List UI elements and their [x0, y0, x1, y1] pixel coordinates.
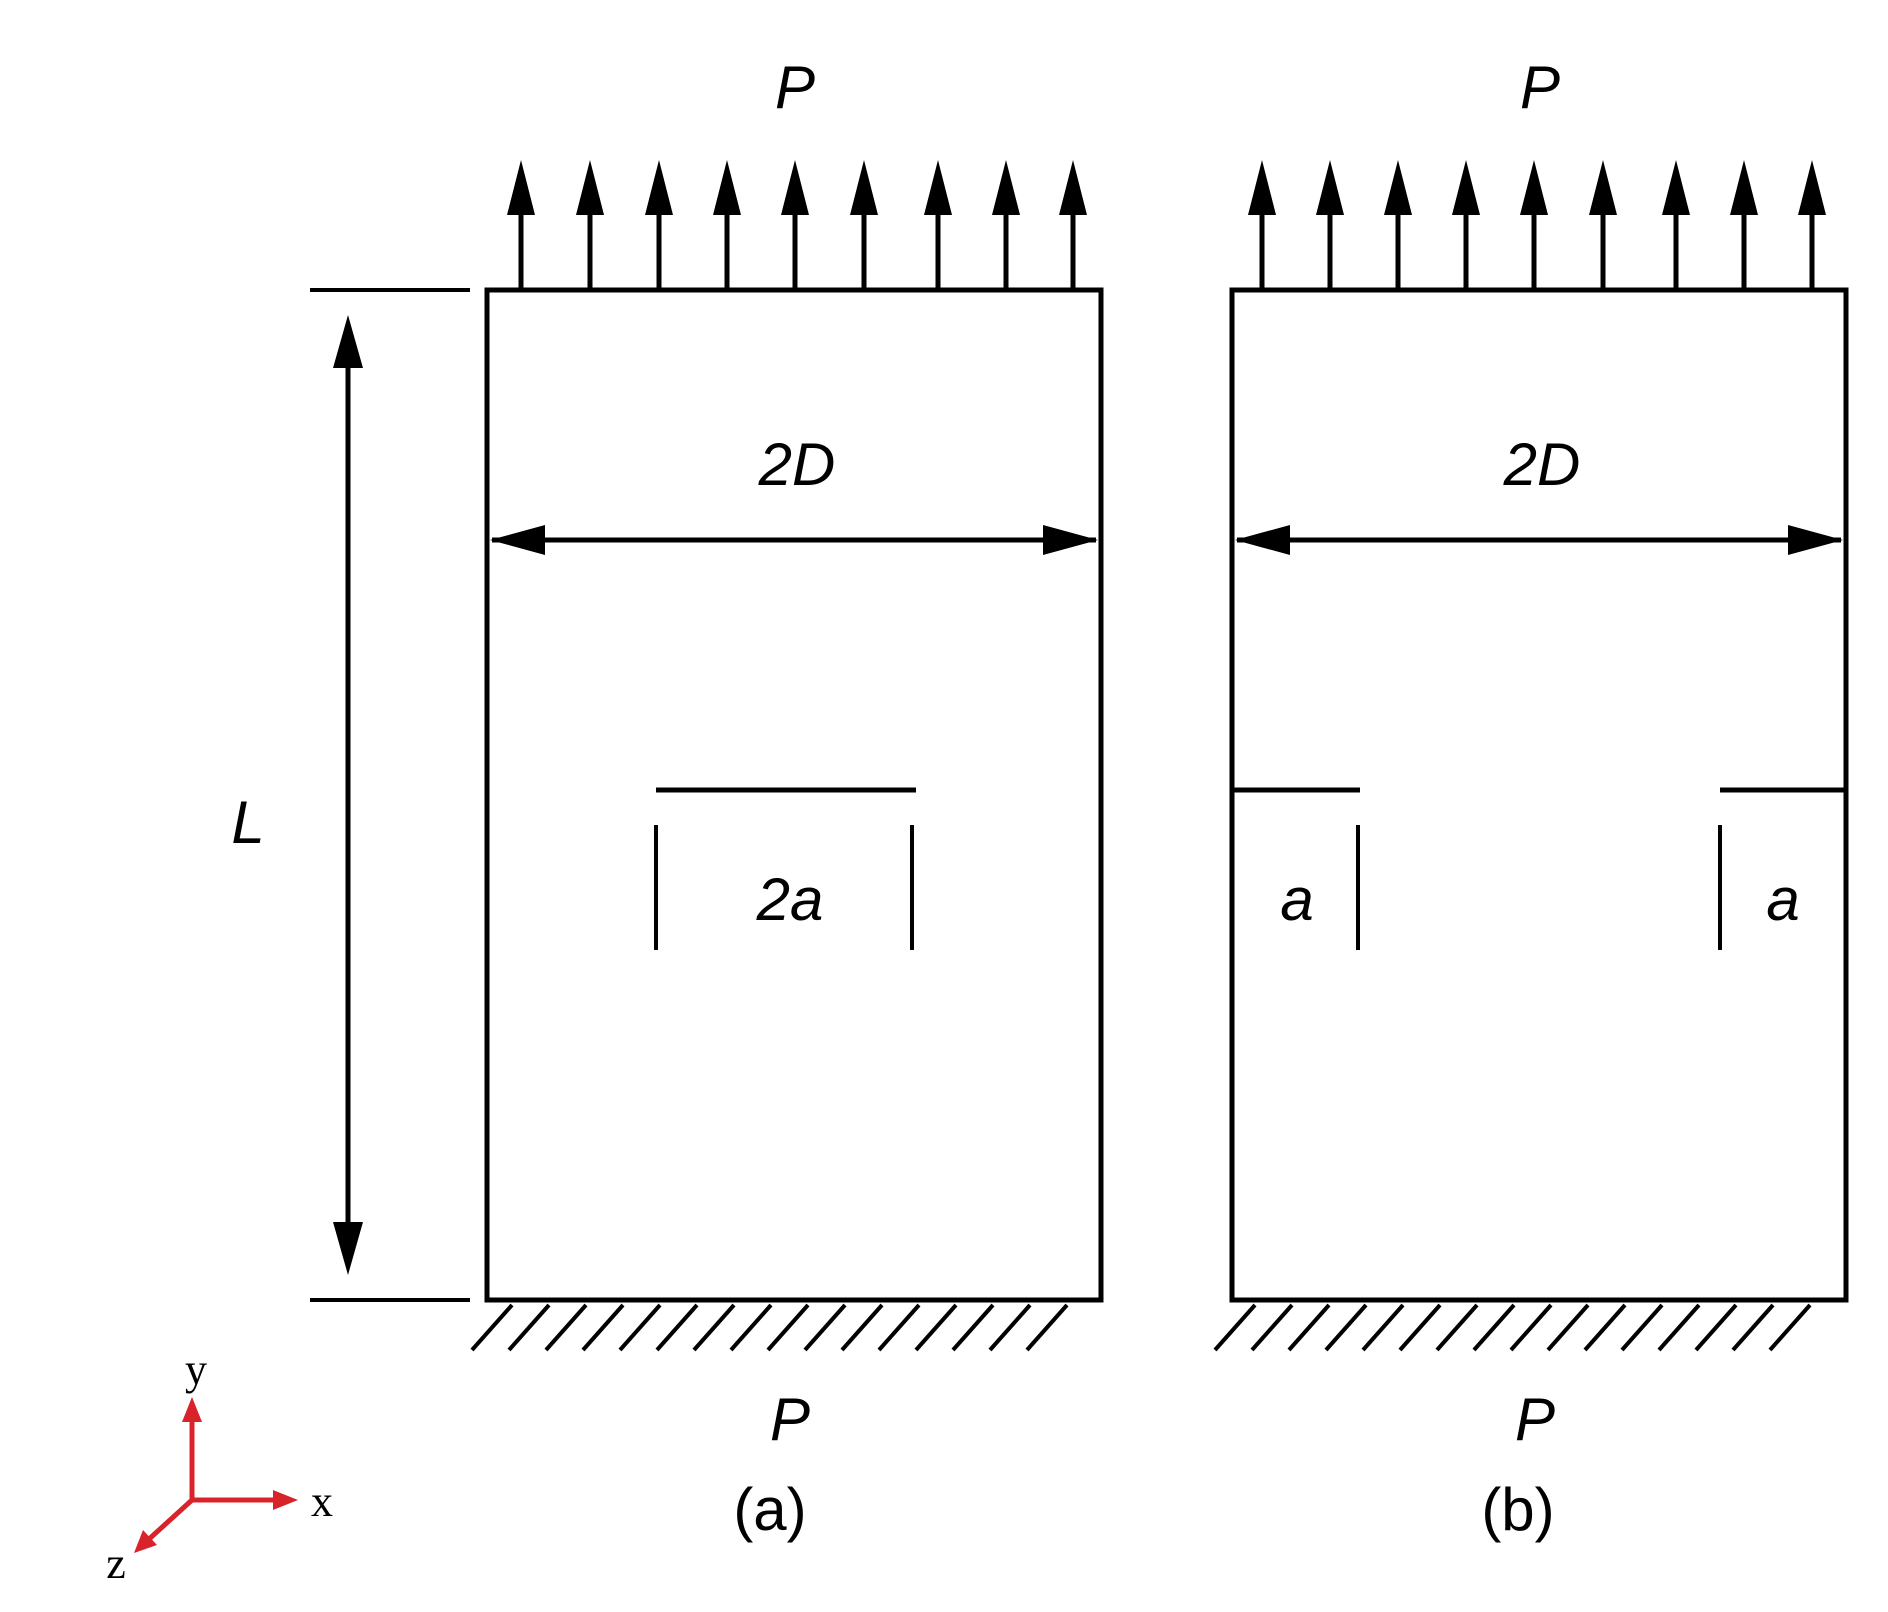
length-dimension — [310, 288, 470, 1302]
hatch-line-a-8 — [729, 1303, 773, 1352]
load-arrowhead-a-1 — [507, 160, 535, 215]
caption-a: (a) — [733, 1476, 806, 1543]
load-arrowhead-a-6 — [850, 160, 878, 215]
y-axis-arrowhead — [182, 1397, 202, 1422]
hatch-line-b-11 — [1583, 1303, 1627, 1352]
bottom-load-label-b: P — [1515, 1386, 1555, 1453]
hatch-line-b-7 — [1435, 1303, 1479, 1352]
hatch-line-a-14 — [951, 1303, 995, 1352]
load-arrowhead-b-3 — [1384, 160, 1412, 215]
hatch-line-b-3 — [1287, 1303, 1331, 1352]
top-load-arrows-a — [507, 160, 1087, 290]
crack-label-b-right: a — [1766, 866, 1799, 933]
y-axis-label: y — [185, 1345, 207, 1394]
hatch-line-b-15 — [1731, 1303, 1775, 1352]
hatch-line-a-1 — [470, 1303, 514, 1352]
hatch-line-b-14 — [1694, 1303, 1738, 1352]
load-arrowhead-a-2 — [576, 160, 604, 215]
load-arrowhead-a-7 — [924, 160, 952, 215]
hatch-line-a-12 — [877, 1303, 921, 1352]
hatch-line-b-2 — [1250, 1303, 1294, 1352]
width-label-a: 2D — [758, 431, 836, 498]
width-label-b: 2D — [1503, 431, 1581, 498]
hatch-line-b-10 — [1546, 1303, 1590, 1352]
hatch-line-a-11 — [840, 1303, 884, 1352]
edge-crack-left — [1232, 787, 1360, 950]
hatch-line-a-10 — [803, 1303, 847, 1352]
hatch-line-a-5 — [618, 1303, 662, 1352]
crack-label-b-left: a — [1280, 866, 1313, 933]
hatch-line-a-15 — [988, 1303, 1032, 1352]
hatch-line-b-16 — [1768, 1303, 1812, 1352]
top-load-label-b: P — [1520, 54, 1560, 121]
fixed-support-hatch-a — [470, 1303, 1069, 1352]
load-arrowhead-b-1 — [1248, 160, 1276, 215]
hatch-line-b-12 — [1620, 1303, 1664, 1352]
hatch-line-b-13 — [1657, 1303, 1701, 1352]
load-arrowhead-b-6 — [1589, 160, 1617, 215]
load-arrowhead-b-8 — [1730, 160, 1758, 215]
load-arrowhead-a-3 — [645, 160, 673, 215]
hatch-line-a-2 — [507, 1303, 551, 1352]
load-arrowhead-b-4 — [1452, 160, 1480, 215]
bottom-load-label-a: P — [770, 1386, 810, 1453]
hatch-line-a-9 — [766, 1303, 810, 1352]
panel-b: P 2D a a P (b) — [1213, 54, 1849, 1543]
fixed-support-hatch-b — [1213, 1303, 1812, 1352]
z-axis-label: z — [106, 1539, 126, 1588]
plate-a — [484, 287, 1104, 1303]
hatch-line-b-5 — [1361, 1303, 1405, 1352]
load-arrowhead-b-5 — [1520, 160, 1548, 215]
load-arrowhead-a-8 — [992, 160, 1020, 215]
load-arrowhead-b-2 — [1316, 160, 1344, 215]
plate-b — [1229, 287, 1849, 1303]
top-load-arrows-b — [1248, 160, 1826, 290]
x-axis-label: x — [311, 1477, 333, 1526]
length-label: L — [231, 789, 264, 856]
width-dimension-a — [490, 525, 1098, 555]
x-axis-arrowhead — [273, 1490, 298, 1510]
hatch-line-b-8 — [1472, 1303, 1516, 1352]
hatch-line-a-7 — [692, 1303, 736, 1352]
z-axis-arrowhead — [134, 1530, 157, 1553]
hatch-line-b-9 — [1509, 1303, 1553, 1352]
edge-crack-right — [1718, 787, 1846, 950]
hatch-line-b-6 — [1398, 1303, 1442, 1352]
center-crack — [654, 787, 916, 950]
load-arrowhead-b-7 — [1662, 160, 1690, 215]
hatch-line-a-3 — [544, 1303, 588, 1352]
load-arrowhead-a-5 — [781, 160, 809, 215]
load-arrowhead-a-4 — [713, 160, 741, 215]
hatch-line-a-16 — [1025, 1303, 1069, 1352]
load-arrowhead-b-9 — [1798, 160, 1826, 215]
top-load-label-a: P — [775, 54, 815, 121]
crack-label-a: 2a — [756, 866, 824, 933]
coordinate-axes: y x z — [106, 1345, 333, 1588]
hatch-line-b-1 — [1213, 1303, 1257, 1352]
panel-a: P 2D L 2a P (a) — [231, 54, 1104, 1543]
z-axis — [146, 1498, 194, 1542]
caption-b: (b) — [1481, 1476, 1554, 1543]
hatch-line-a-4 — [581, 1303, 625, 1352]
width-dimension-b — [1235, 525, 1843, 555]
load-arrowhead-a-9 — [1059, 160, 1087, 215]
hatch-line-a-13 — [914, 1303, 958, 1352]
hatch-line-b-4 — [1324, 1303, 1368, 1352]
hatch-line-a-6 — [655, 1303, 699, 1352]
